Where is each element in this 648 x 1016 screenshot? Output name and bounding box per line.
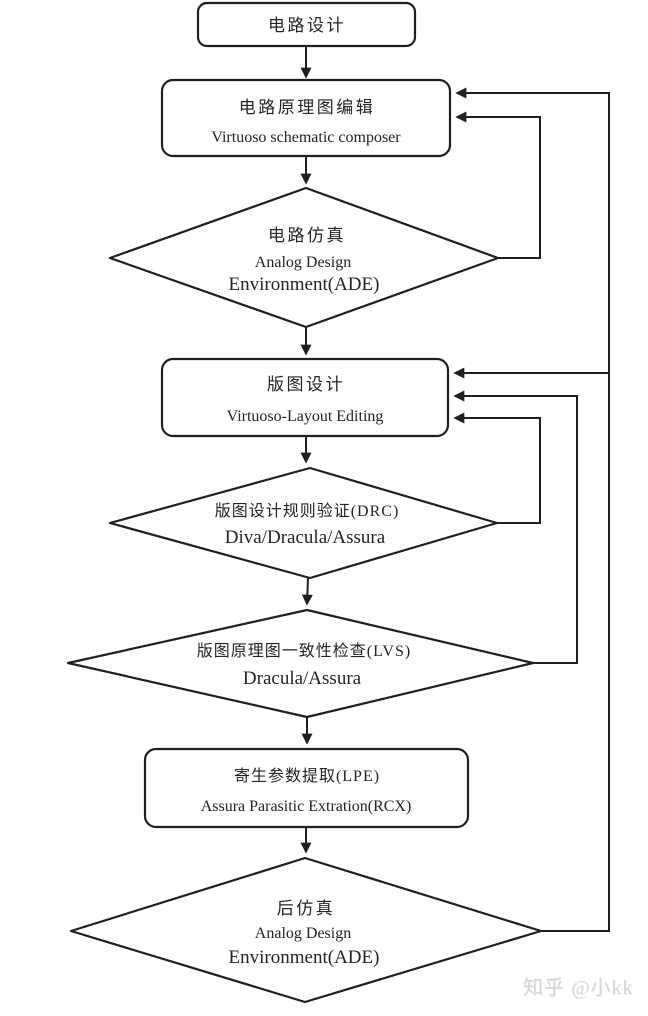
edge-drc-to-lvs [301, 577, 313, 606]
node-lpe-shape [143, 747, 470, 829]
node-drc-sublabel: Diva/Dracula/Assura [225, 527, 386, 548]
node-post-sim: 后仿真 Analog Design Environment(ADE) [69, 856, 543, 1004]
node-lpe-sublabel: Assura Parasitic Extration(RCX) [201, 798, 412, 815]
edge-feedback-drc-to-layoutdesign [453, 412, 541, 524]
node-lpe-label: 寄生参数提取(LPE) [234, 767, 380, 785]
node-lvs-sublabel: Dracula/Assura [243, 668, 362, 689]
node-drc-shape [108, 466, 499, 580]
node-lvs: 版图原理图一致性检查(LVS) Dracula/Assura [66, 608, 535, 719]
node-post-sim-shape [69, 856, 543, 1004]
edge-feedback-circuitsim-to-schematicedit [455, 111, 541, 259]
node-post-sim-line3: Environment(ADE) [229, 947, 380, 968]
node-layout-design-label: 版图设计 [267, 375, 345, 394]
node-layout-design: 版图设计 Virtuoso-Layout Editing [160, 357, 450, 438]
node-lvs-shape [66, 608, 535, 719]
node-post-sim-label: 后仿真 [277, 899, 336, 918]
node-circuit-design-shape [196, 1, 417, 48]
node-post-sim-line2: Analog Design [255, 925, 351, 942]
edge-feedback-lvs-to-layoutdesign [453, 390, 578, 664]
node-schematic-edit: 电路原理图编辑 Virtuoso schematic composer [160, 78, 452, 158]
node-layout-design-shape [160, 357, 450, 438]
edge-feedback-postsim-to-schematicedit [455, 87, 610, 932]
node-schematic-edit-shape [160, 78, 452, 158]
node-lpe: 寄生参数提取(LPE) Assura Parasitic Extration(R… [143, 747, 470, 829]
node-schematic-edit-sublabel: Virtuoso schematic composer [211, 129, 401, 146]
node-circuit-sim: 电路仿真 Analog Design Environment(ADE) [108, 186, 500, 329]
node-circuit-sim-shape [108, 186, 500, 329]
node-circuit-sim-line2: Analog Design [255, 254, 351, 271]
node-circuit-design: 电路设计 [196, 1, 417, 48]
node-drc: 版图设计规则验证(DRC) Diva/Dracula/Assura [108, 466, 499, 580]
node-schematic-edit-label: 电路原理图编辑 [239, 98, 376, 117]
node-circuit-sim-label: 电路仿真 [268, 226, 346, 245]
node-lvs-label: 版图原理图一致性检查(LVS) [197, 642, 411, 660]
node-circuit-sim-line3: Environment(ADE) [229, 274, 380, 295]
node-circuit-design-label: 电路设计 [268, 16, 346, 35]
zhihu-watermark: 知乎 @小kk [523, 977, 634, 999]
node-layout-design-sublabel: Virtuoso-Layout Editing [227, 408, 384, 425]
node-drc-label: 版图设计规则验证(DRC) [215, 502, 400, 520]
